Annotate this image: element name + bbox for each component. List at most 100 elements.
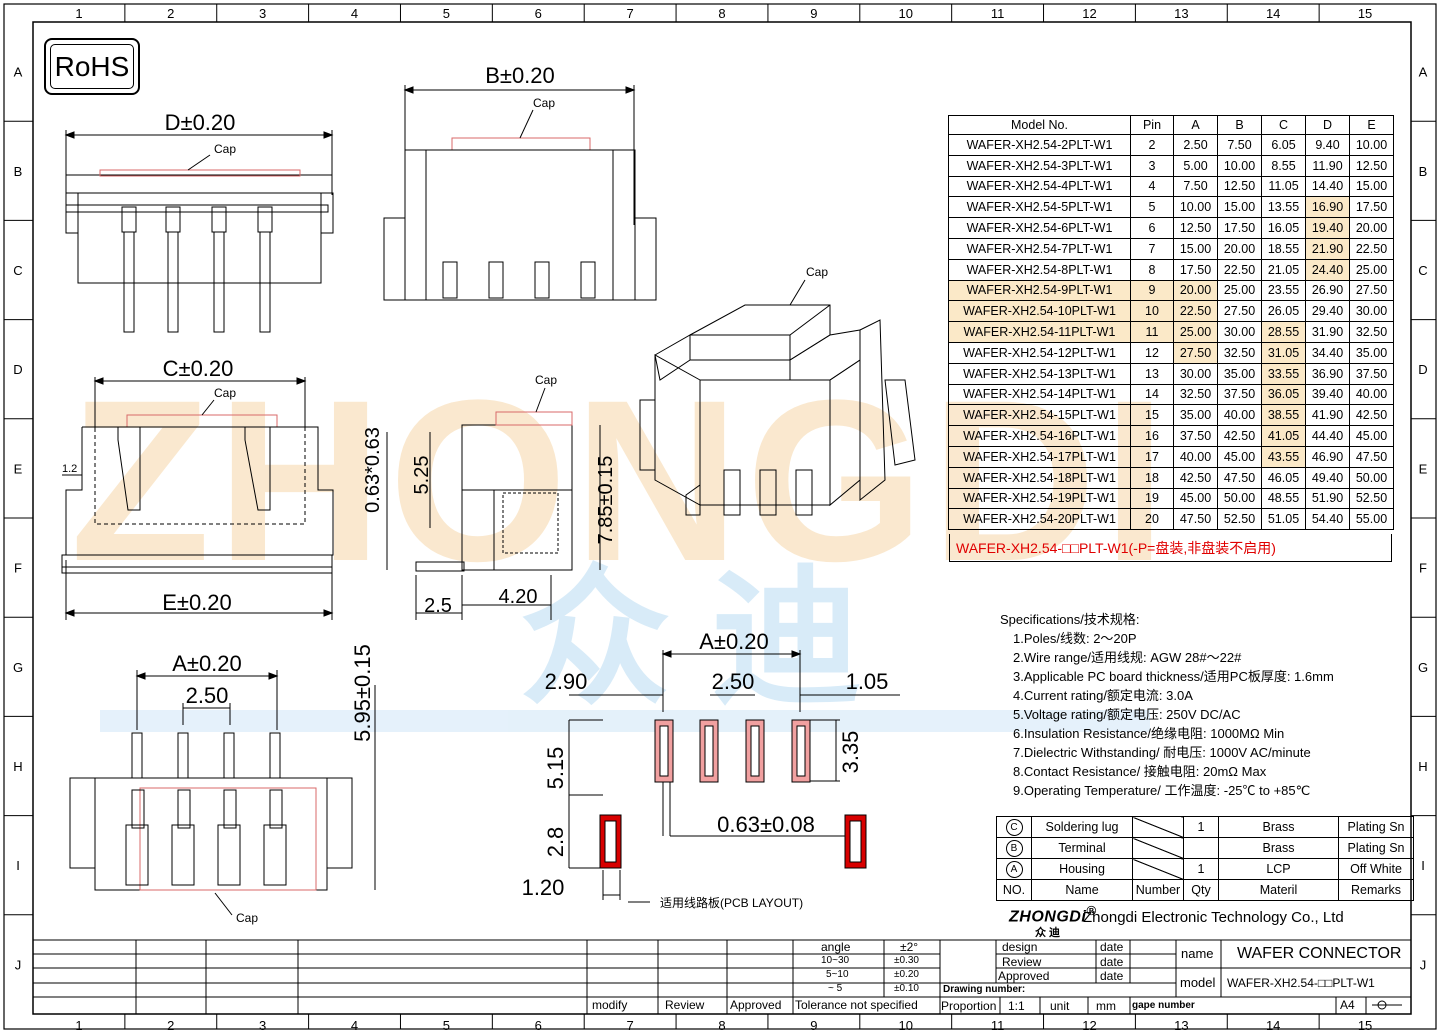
- dimension-cell: 29.40: [1305, 300, 1350, 323]
- dimension-cell: 27.50: [1217, 300, 1262, 323]
- grid-row-label: E: [14, 461, 23, 476]
- pcb-pad-hole: [750, 725, 760, 777]
- dimension-cell: 16.90: [1305, 196, 1350, 219]
- tb-proportion: Proportion: [941, 999, 997, 1013]
- dimension-cell: 48.55: [1261, 487, 1306, 510]
- bom-no: A: [1005, 860, 1023, 878]
- header-model: Model No.: [948, 115, 1131, 135]
- dim-e: E±0.20: [162, 590, 232, 615]
- grid-col-label: 4: [351, 1018, 358, 1033]
- pin-cell: 7: [1130, 237, 1174, 260]
- tb-angle: angle: [821, 940, 851, 954]
- grid-row-label: C: [1418, 263, 1427, 278]
- header-c: C: [1261, 115, 1306, 135]
- grid-col-label: 3: [259, 6, 266, 21]
- grid-col-label: 8: [718, 1018, 725, 1033]
- grid-row-label: H: [1418, 759, 1427, 774]
- dimension-cell: 55.00: [1349, 508, 1394, 531]
- dim-c: C±0.20: [163, 356, 234, 381]
- dimension-cell: 34.40: [1305, 341, 1350, 364]
- dimension-cell: 35.00: [1217, 362, 1262, 385]
- dimension-cell: 40.00: [1349, 383, 1394, 406]
- dimension-cell: 10.00: [1349, 134, 1394, 156]
- pin-cell: 2: [1130, 134, 1174, 156]
- spec-item: 2.Wire range/适用线规: AGW 28#～22#: [1013, 650, 1242, 665]
- bom-material: Brass: [1218, 837, 1339, 859]
- dimension-cell: 11.05: [1261, 175, 1306, 198]
- dimension-cell: 37.50: [1217, 383, 1262, 406]
- pcb-pads: [599, 719, 867, 869]
- spec-item: 7.Dielectric Withstanding/ 耐电压: 1000V AC…: [1013, 745, 1311, 760]
- grid-col-label: 9: [810, 1018, 817, 1033]
- company-logo: ZHONGDi®: [1009, 903, 1097, 926]
- dimension-cell: 47.50: [1217, 466, 1262, 489]
- dimension-cell: 37.50: [1173, 425, 1218, 447]
- dim-a-pcb: A±0.20: [699, 629, 769, 654]
- tb-unit: unit: [1050, 999, 1070, 1013]
- pin-cell: 15: [1130, 404, 1174, 427]
- header-b: B: [1217, 115, 1262, 135]
- dimension-cell: 46.90: [1305, 445, 1350, 468]
- tb-approved: Approved: [998, 969, 1050, 983]
- tb-review-col: Review: [665, 998, 705, 1012]
- pin-cell: 6: [1130, 217, 1174, 239]
- grid-col-label: 6: [535, 6, 542, 21]
- pcb-pad-hole: [659, 725, 669, 777]
- outer-border: [3, 3, 1437, 1030]
- model-name-cell: WAFER-XH2.54-20PLT-W1: [948, 508, 1131, 531]
- bom-qty: 1: [1183, 858, 1219, 880]
- bom-row: B Terminal Brass Plating Sn: [996, 837, 1414, 859]
- grid-row-label: G: [13, 660, 23, 675]
- grid-col-label: 2: [167, 6, 174, 21]
- tb-tol-range: 5~10: [826, 969, 849, 980]
- pcb-caption: 适用线路板(PCB LAYOUT): [660, 895, 803, 910]
- grid-col-label: 3: [259, 1018, 266, 1033]
- tb-pm2: ±2°: [900, 940, 919, 954]
- model-name-cell: WAFER-XH2.54-17PLT-W1: [948, 445, 1131, 468]
- dimension-cell: 31.90: [1305, 321, 1350, 343]
- spec-item: 3.Applicable PC board thickness/适用PC板厚度:…: [1013, 669, 1334, 684]
- dimension-cell: 20.00: [1173, 279, 1218, 302]
- dimension-cell: 2.50: [1173, 134, 1218, 156]
- dimension-cell: 52.50: [1217, 508, 1262, 531]
- dimension-cell: 40.00: [1217, 404, 1262, 427]
- dimension-cell: 42.50: [1349, 404, 1394, 427]
- tb-name-value: WAFER CONNECTOR: [1237, 945, 1402, 962]
- bom-remarks: Plating Sn: [1338, 816, 1414, 838]
- grid-col-label: 12: [1082, 6, 1096, 21]
- grid-col-label: 7: [627, 1018, 634, 1033]
- dimension-cell: 35.00: [1349, 341, 1394, 364]
- watermark-cn: 众 迪: [520, 554, 862, 722]
- dimension-cell: 31.05: [1261, 341, 1306, 364]
- tb-tol-value: ±0.20: [894, 969, 919, 980]
- bom-header-material: Materil: [1218, 879, 1339, 901]
- specs-title: Specifications/技术规格:: [1000, 612, 1140, 627]
- dimension-cell: 47.50: [1173, 508, 1218, 531]
- spec-item: 5.Voltage rating/额定电压: 250V DC/AC: [1013, 707, 1241, 722]
- tb-date: date: [1100, 940, 1124, 954]
- dimension-cell: 22.50: [1349, 237, 1394, 260]
- dimension-cell: 45.00: [1349, 425, 1394, 447]
- model-name-cell: WAFER-XH2.54-10PLT-W1: [948, 300, 1131, 323]
- dimension-cell: 12.50: [1217, 175, 1262, 198]
- dim-0-63: 0.63±0.08: [717, 812, 815, 837]
- dim-3-35: 3.35: [838, 731, 863, 774]
- spec-item: 8.Contact Resistance/ 接触电阻: 20mΩ Max: [1013, 764, 1267, 779]
- dim-d: D±0.20: [165, 110, 236, 135]
- pin-cell: 20: [1130, 508, 1174, 531]
- pcb-lug-hole: [849, 820, 862, 863]
- dimension-cell: 54.40: [1305, 508, 1350, 531]
- grid-row-label: C: [13, 263, 22, 278]
- top-view-d: [64, 130, 334, 333]
- model-name-cell: WAFER-XH2.54-5PLT-W1: [948, 196, 1131, 219]
- pin-cell: 13: [1130, 362, 1174, 385]
- grid-row-label: I: [1421, 858, 1425, 873]
